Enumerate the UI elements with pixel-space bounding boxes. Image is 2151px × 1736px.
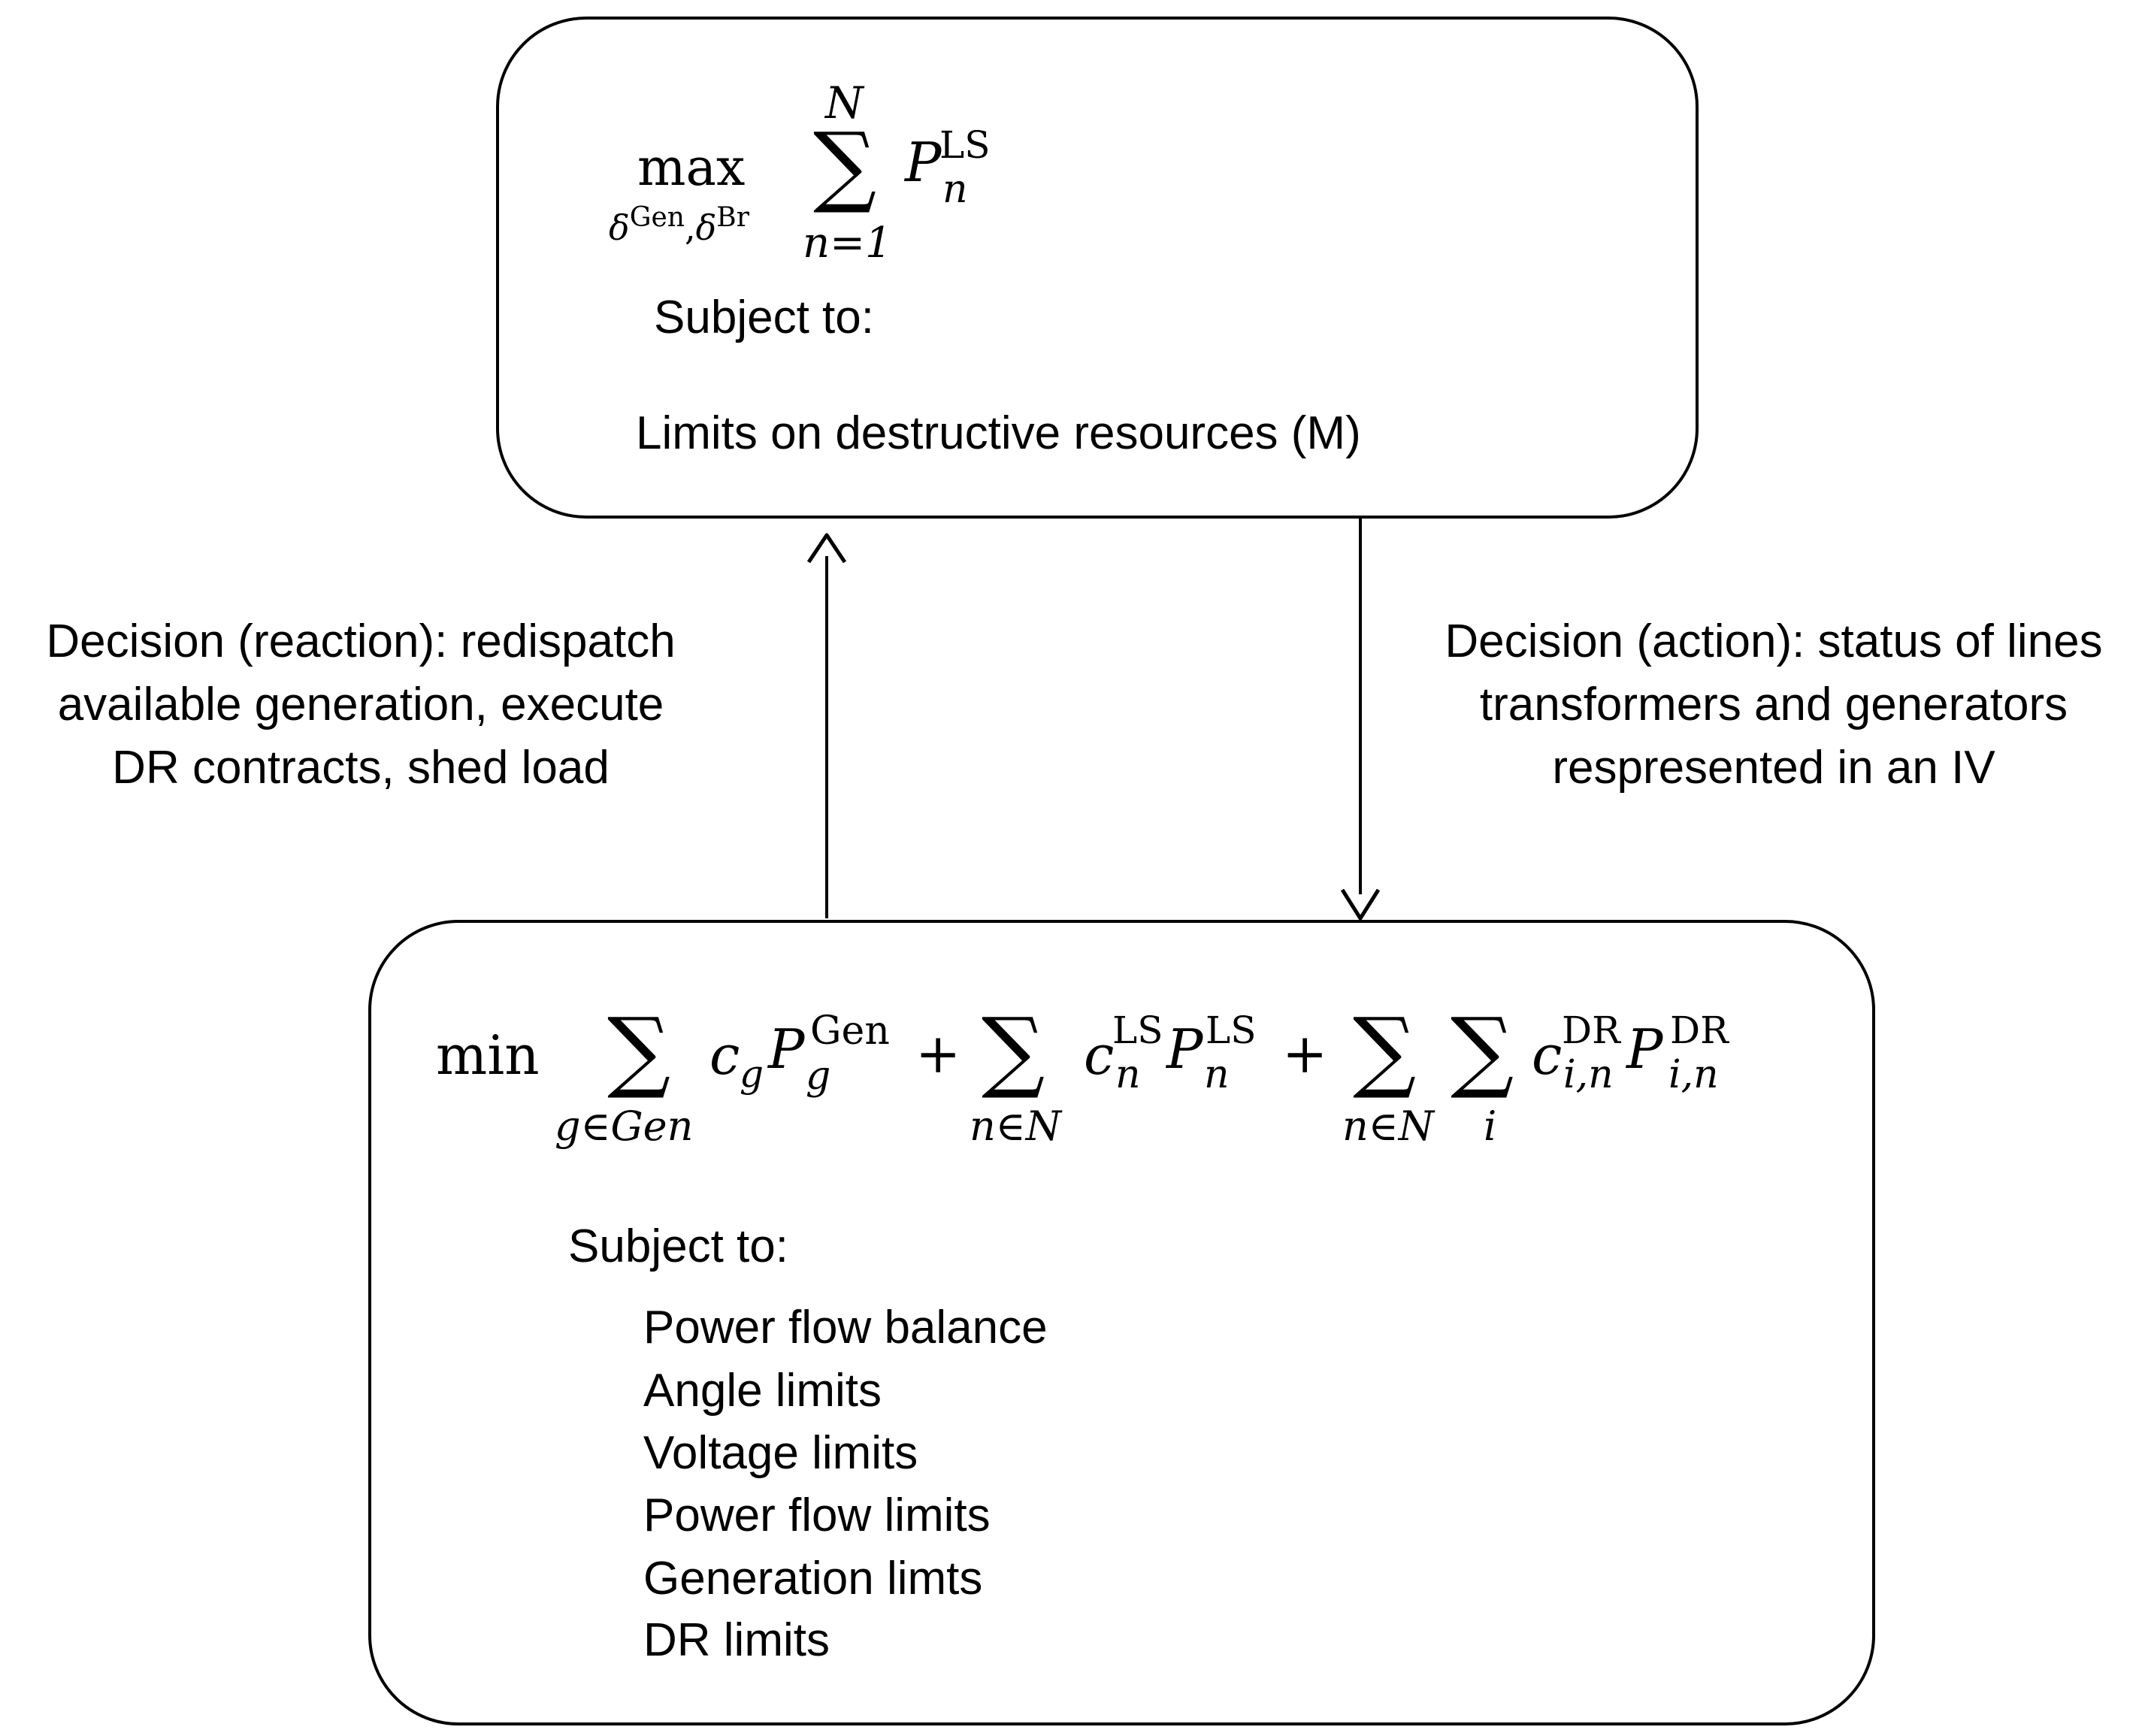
load-shed-cost-sub: n: [1115, 1052, 1141, 1097]
load-shed-power-term: P: [1166, 1018, 1203, 1081]
defender-constraint: Generation limts: [643, 1553, 983, 1604]
action-decision-line: Decision (action): status of lines: [1445, 615, 2103, 667]
dr-power-sup: DR: [1670, 1009, 1729, 1052]
gen-cost-coef-sub: g: [740, 1052, 764, 1096]
load-shed-cost-sup: LS: [1112, 1009, 1163, 1052]
reaction-decision-label: Decision (reaction): redispatch availabl…: [0, 610, 722, 800]
sum-lower-limit: n=1: [803, 219, 892, 268]
sum-lower-load-shed: n∈N: [970, 1102, 1062, 1150]
sum-symbol: ∑: [813, 113, 877, 216]
load-shed-term: P: [905, 131, 942, 194]
sum-symbol-load-shed: ∑: [982, 998, 1045, 1102]
gen-power-sup: Gen: [810, 1009, 890, 1054]
action-decision-line: respresented in an IV: [1552, 742, 1995, 794]
reaction-decision-line: Decision (reaction): redispatch: [46, 615, 676, 667]
load-shed-power-sup: LS: [1206, 1009, 1257, 1052]
dr-cost-sub: i,n: [1563, 1052, 1614, 1097]
dr-power-term: P: [1626, 1018, 1663, 1081]
defender-constraint: DR limits: [643, 1614, 830, 1666]
attacker-problem-box: [496, 17, 1699, 519]
gen-power-term: P: [768, 1018, 805, 1081]
defender-constraint: Angle limits: [643, 1365, 882, 1417]
downward-arrow-head: [1340, 888, 1381, 921]
load-shed-subscript: n: [942, 167, 968, 212]
min-operator: min: [436, 1024, 540, 1087]
max-subscript-delta-gen: δGen,δBr: [609, 202, 749, 248]
defender-problem-box: [368, 920, 1875, 1725]
sum-lower-dr: i: [1484, 1102, 1497, 1150]
dr-power-sub: i,n: [1668, 1052, 1719, 1097]
sum-symbol-nodes: ∑: [1353, 998, 1417, 1102]
plus-sign-2: +: [1282, 1022, 1328, 1085]
dr-cost-coef: c: [1532, 1024, 1563, 1087]
action-decision-line: transformers and generators: [1479, 679, 2068, 730]
reaction-decision-line: DR contracts, shed load: [112, 742, 610, 794]
dr-cost-sup: DR: [1562, 1009, 1620, 1052]
gen-power-sub: g: [806, 1054, 831, 1099]
sum-symbol-gen: ∑: [607, 998, 671, 1102]
sum-symbol-dr: ∑: [1451, 998, 1514, 1102]
plus-sign-1: +: [915, 1022, 961, 1085]
sum-lower-gen: g∈Gen: [555, 1102, 694, 1150]
load-shed-superscript: LS: [939, 123, 991, 167]
defender-constraint: Power flow limits: [643, 1490, 991, 1541]
sum-upper-limit: N: [825, 77, 864, 129]
load-shed-cost-coef: c: [1084, 1024, 1115, 1087]
attacker-constraint: Limits on destructive resources (M): [636, 407, 1361, 459]
upward-arrow-head: [806, 533, 847, 564]
attacker-subject-to: Subject to:: [654, 292, 874, 343]
sum-lower-nodes: n∈N: [1342, 1102, 1435, 1150]
action-decision-label: Decision (action): status of lines trans…: [1398, 610, 2149, 800]
max-operator: max: [637, 138, 746, 198]
reaction-decision-line: available generation, execute: [57, 679, 664, 730]
load-shed-power-sub: n: [1204, 1052, 1230, 1097]
defender-constraint: Power flow balance: [643, 1302, 1048, 1353]
gen-cost-coef: c: [709, 1024, 740, 1087]
defender-subject-to: Subject to:: [568, 1220, 788, 1272]
defender-constraint: Voltage limits: [643, 1427, 918, 1479]
